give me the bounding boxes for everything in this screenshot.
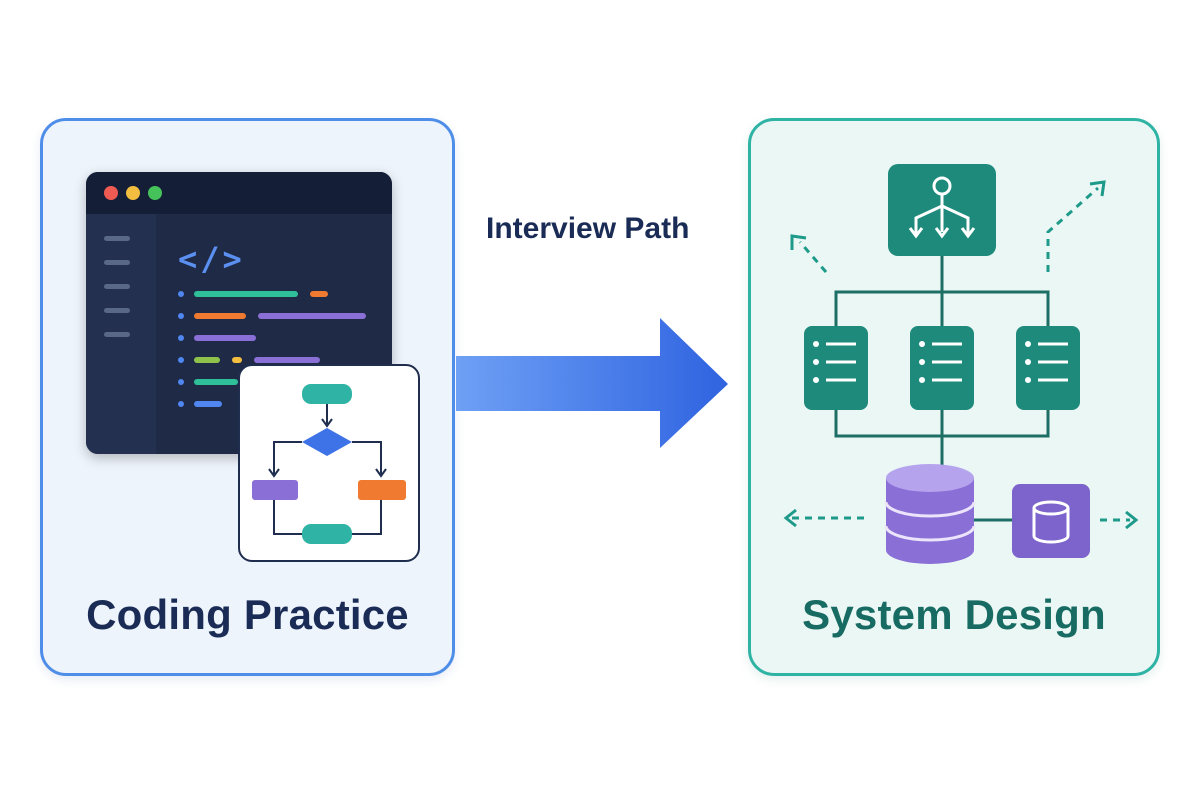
flow-process-node [358,480,406,500]
scale-right-arrow-icon [1100,510,1139,530]
sidebar-line [104,260,130,265]
interview-path-label: Interview Path [486,212,690,245]
code-line [194,335,256,341]
interview-path-arrow-icon [456,318,728,448]
window-minimize-dot [126,186,140,200]
flow-decision-node [302,428,352,456]
flow-arrowhead-icon [268,468,280,478]
code-line [194,291,298,297]
window-close-dot [104,186,118,200]
sidebar-line [104,236,130,241]
database-icon [884,464,976,564]
system-architecture-diagram [783,164,1139,564]
code-line [254,357,320,363]
code-line-dot [178,357,184,363]
scale-up-right-arrow-icon [1046,180,1106,272]
code-line [310,291,328,297]
load-balancer-icon [888,164,996,256]
code-line-dot [178,291,184,297]
code-line-dot [178,379,184,385]
sidebar-line [104,332,130,337]
code-line [194,313,246,319]
code-line [194,357,220,363]
window-maximize-dot [148,186,162,200]
flow-start-node [302,384,352,404]
flowchart-drawing [252,384,406,544]
server-icon [910,326,974,410]
sidebar-line [104,284,130,289]
scale-up-left-arrow-icon [790,234,828,273]
coding-practice-title: Coding Practice [86,591,409,638]
scale-left-arrow-icon [783,508,864,528]
code-line [258,313,366,319]
system-design-title: System Design [802,591,1106,638]
server-icon [804,326,868,410]
server-icon [1016,326,1080,410]
flowchart-icon [238,364,420,562]
flow-arrowhead-icon [321,418,333,428]
sidebar-line [104,308,130,313]
editor-titlebar [86,172,392,214]
editor-sidebar [86,214,156,454]
code-symbol: </> [178,240,245,278]
code-line [194,401,222,407]
storage-icon [1012,484,1090,558]
code-line-dot [178,313,184,319]
flow-process-node [252,480,298,500]
code-line-dot [178,335,184,341]
code-line [194,379,238,385]
flow-end-node [302,524,352,544]
code-line [232,357,242,363]
flow-arrowhead-icon [375,468,387,478]
code-line-dot [178,401,184,407]
